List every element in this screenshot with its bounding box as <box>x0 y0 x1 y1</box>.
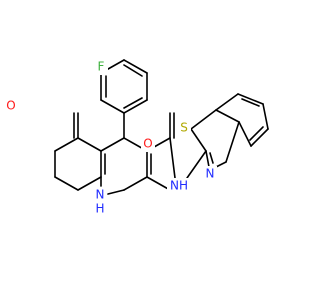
bond-layer <box>54 59 269 195</box>
bond-line <box>169 137 176 179</box>
bond-line <box>249 126 264 141</box>
bond-line <box>250 128 269 147</box>
ring-nitrogen-label: N <box>96 188 105 202</box>
ring-hydrogen-label: H <box>95 202 104 216</box>
bond-line <box>123 99 148 114</box>
bond-line <box>205 150 210 168</box>
label-bg <box>141 136 155 152</box>
bond-line <box>215 93 239 111</box>
bond-line <box>186 150 207 179</box>
label-bg <box>167 178 191 194</box>
bond-line <box>123 64 143 77</box>
bond-line <box>123 176 148 191</box>
bond-line <box>100 99 125 114</box>
label-bg <box>203 166 217 182</box>
bond-line <box>262 103 269 130</box>
label-bg <box>94 59 108 75</box>
bond-line <box>215 109 240 123</box>
molecule-svg: F O O NH N H S N <box>4 59 269 216</box>
amide-oxygen-label: O <box>143 137 152 151</box>
bond-line <box>54 176 79 191</box>
bond-line <box>107 189 125 195</box>
bond-line <box>237 93 264 105</box>
bond-line <box>77 137 102 152</box>
thiazole-sulfur-label: S <box>180 121 188 135</box>
bond-line <box>54 137 79 152</box>
bond-line <box>209 152 214 164</box>
bond-line <box>190 128 207 152</box>
bond-line <box>123 97 143 109</box>
label-bg <box>93 187 107 215</box>
label-bg <box>177 120 191 136</box>
atom-label-layer: F O O NH N H S N <box>4 59 217 216</box>
thiazole-nitrogen-label: N <box>206 167 215 181</box>
bond-line <box>146 176 171 191</box>
bond-line <box>77 176 102 191</box>
bond-line <box>215 161 227 168</box>
bond-line <box>100 137 125 152</box>
label-bg <box>4 98 18 114</box>
bond-line <box>225 121 240 163</box>
bond-line <box>241 98 260 107</box>
ketone-oxygen-label: O <box>6 99 15 113</box>
bond-line <box>238 121 252 147</box>
bond-line <box>123 59 148 74</box>
bond-line <box>190 109 217 130</box>
amide-nh-label: NH <box>170 179 188 193</box>
fluorine-label: F <box>98 60 105 74</box>
molecule-diagram: F O O NH N H S N <box>4 59 269 216</box>
